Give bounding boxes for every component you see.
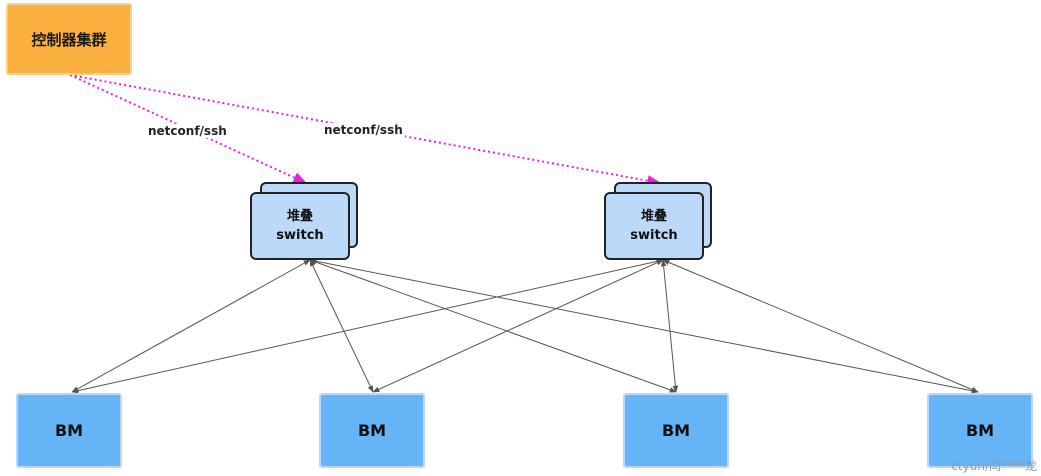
switch-label-line1: 堆叠 xyxy=(286,209,313,224)
data-link-s2-bm4 xyxy=(662,259,979,393)
watermark: ctyun/闫****龙 xyxy=(951,459,1037,473)
bm-label: BM xyxy=(965,421,995,440)
mgmt-link-1 xyxy=(69,74,308,184)
data-link-s1-bm1 xyxy=(71,259,311,393)
bm-label: BM xyxy=(54,421,84,440)
controller-label: 控制器集群 xyxy=(31,30,107,49)
bm-node-4[interactable]: BM xyxy=(927,393,1033,468)
bm-label: BM xyxy=(357,421,387,440)
data-link-s2-bm2 xyxy=(372,259,664,393)
switch-stack-front-2: 堆叠 switch xyxy=(604,192,704,260)
switch-label-line1: 堆叠 xyxy=(640,209,667,224)
data-link-s1-bm4 xyxy=(309,258,979,394)
data-link-s2-bm3 xyxy=(660,259,679,393)
bm-node-3[interactable]: BM xyxy=(623,393,729,468)
switch-stack-front-1: 堆叠 switch xyxy=(250,192,350,260)
bm-node-1[interactable]: BM xyxy=(16,393,122,468)
data-link-s1-bm3 xyxy=(309,259,677,393)
switch-label-line2: switch xyxy=(276,228,324,243)
bm-node-2[interactable]: BM xyxy=(319,393,425,468)
mgmt-link-label-1: netconf/ssh xyxy=(146,124,229,138)
mgmt-link-label-2: netconf/ssh xyxy=(322,123,405,137)
bm-label: BM xyxy=(661,421,691,440)
controller-cluster-node[interactable]: 控制器集群 xyxy=(6,3,132,75)
switch-stack-1[interactable]: 堆叠 switch xyxy=(250,182,360,260)
switch-label-line2: switch xyxy=(630,228,678,243)
switch-stack-2[interactable]: 堆叠 switch xyxy=(604,182,714,260)
data-link-s2-bm1 xyxy=(71,258,664,394)
